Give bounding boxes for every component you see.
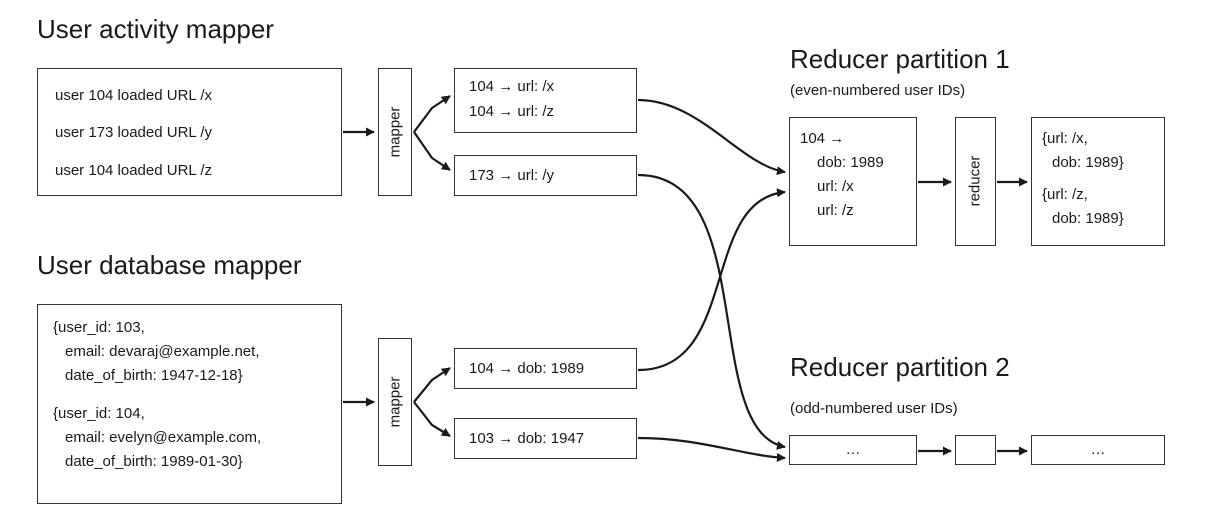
- partition2-input-box: …: [789, 435, 917, 465]
- partition1-input-line3: url: /x: [817, 178, 854, 195]
- arrow-activity-mapper-up: [413, 95, 451, 133]
- partition1-input-line4: url: /z: [817, 202, 854, 219]
- arrow-db-mapper-up: [413, 367, 451, 403]
- partition1-input-line1: 104 →: [800, 130, 845, 147]
- partition1-output1-line1: {url: /x,: [1042, 130, 1088, 147]
- activity-output-line-1: 104 → url: /x: [469, 78, 555, 95]
- partition2-output-box: …: [1031, 435, 1165, 465]
- partition2-input-ellipsis: …: [845, 441, 861, 458]
- partition1-output2-line2: dob: 1989}: [1052, 210, 1124, 227]
- database-output-line-1: 104 → dob: 1989: [469, 360, 585, 377]
- activity-output-top: 104 → url: /x 104 → url: /z: [454, 68, 637, 133]
- partition2-subheading: (odd-numbered user IDs): [790, 400, 958, 417]
- partition1-output1-line2: dob: 1989}: [1052, 154, 1124, 171]
- partition1-input-box: 104 → dob: 1989 url: /x url: /z: [789, 117, 917, 246]
- partition1-output2-line1: {url: /z,: [1042, 186, 1088, 203]
- database-heading: User database mapper: [37, 250, 302, 280]
- partition1-heading: Reducer partition 1: [790, 44, 1010, 74]
- activity-output-bottom: 173 → url: /y: [454, 155, 637, 196]
- partition2-heading: Reducer partition 2: [790, 352, 1010, 382]
- activity-input-box: user 104 loaded URL /x user 173 loaded U…: [37, 68, 342, 196]
- activity-record-2: user 173 loaded URL /y: [55, 124, 213, 141]
- arrow-db-mapper-down: [413, 401, 451, 437]
- partition1-reducer-box: reducer: [955, 117, 996, 246]
- db-record2-line1: {user_id: 104,: [53, 405, 145, 422]
- arrow-db-bottom-to-p2: [637, 436, 786, 462]
- arrow-activity-top-to-p1: [637, 98, 786, 176]
- partition2-reducer-box: [955, 435, 996, 465]
- database-output-top: 104 → dob: 1989: [454, 348, 637, 389]
- partition1-subheading: (even-numbered user IDs): [790, 82, 966, 99]
- activity-mapper-box: mapper: [378, 68, 412, 196]
- activity-output-line-2: 104 → url: /z: [469, 103, 555, 120]
- db-record2-line2: email: evelyn@example.com,: [65, 429, 262, 446]
- database-mapper-box: mapper: [378, 338, 412, 466]
- arrow-db-top-to-p1: [637, 188, 786, 372]
- partition2-output-ellipsis: …: [1090, 441, 1106, 458]
- database-output-bottom: 103 → dob: 1947: [454, 418, 637, 459]
- partition1-output-box: {url: /x, dob: 1989} {url: /z, dob: 1989…: [1031, 117, 1165, 246]
- activity-heading: User activity mapper: [37, 14, 274, 44]
- arrow-activity-bottom-to-p2: [637, 173, 786, 450]
- partition1-input-line2: dob: 1989: [817, 154, 884, 171]
- database-output-line-2: 103 → dob: 1947: [469, 430, 585, 447]
- activity-output-line-3: 173 → url: /y: [469, 167, 555, 184]
- db-record1-line3: date_of_birth: 1947-12-18}: [65, 367, 243, 384]
- db-record1-line2: email: devaraj@example.net,: [65, 343, 260, 360]
- database-input-box: {user_id: 103, email: devaraj@example.ne…: [37, 304, 342, 504]
- db-record1-line1: {user_id: 103,: [53, 319, 145, 336]
- arrow-activity-mapper-down: [413, 131, 451, 171]
- activity-record-3: user 104 loaded URL /z: [55, 162, 213, 179]
- db-record2-line3: date_of_birth: 1989-01-30}: [65, 453, 243, 470]
- activity-record-1: user 104 loaded URL /x: [55, 87, 213, 104]
